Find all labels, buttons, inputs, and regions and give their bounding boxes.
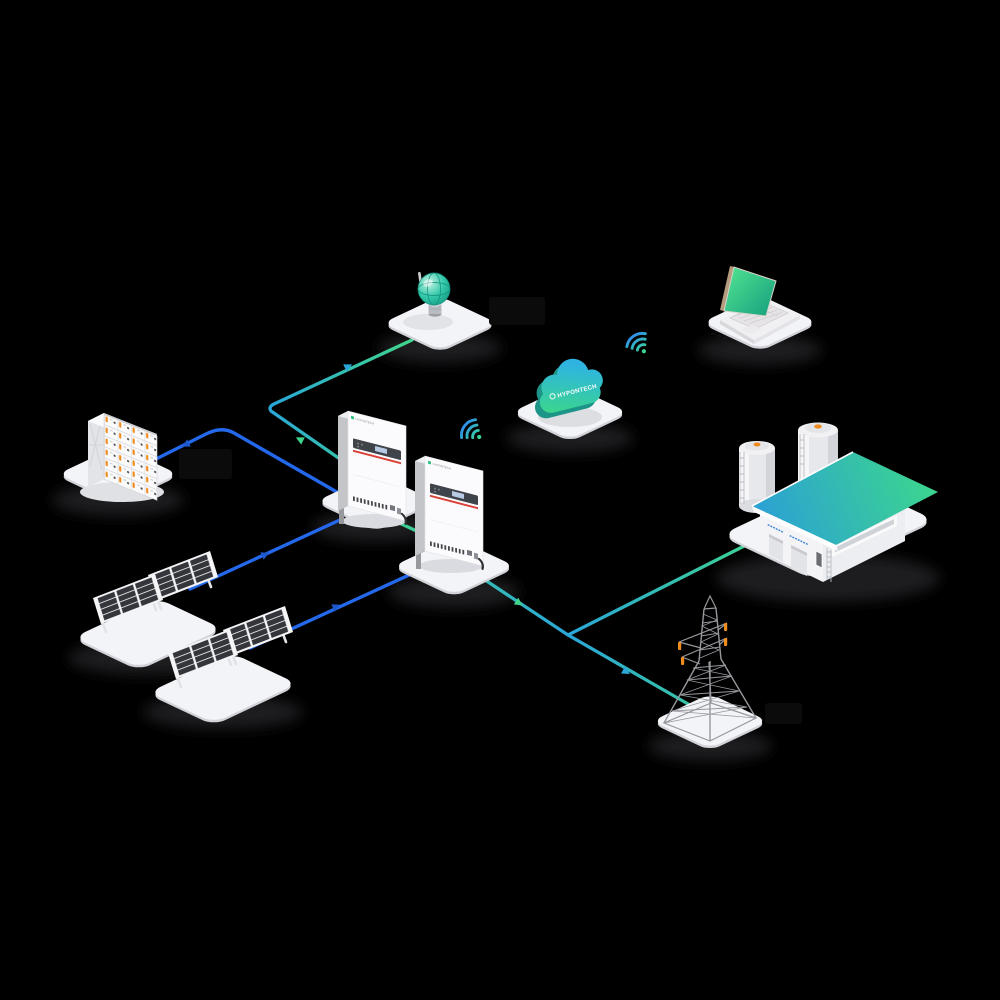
laptop-trackpad xyxy=(741,325,762,334)
wifi-inverter-icon xyxy=(456,415,490,449)
solar-array-1 xyxy=(80,549,220,668)
inverter-2-group xyxy=(398,415,510,595)
factory-building xyxy=(729,422,938,582)
monitoring-laptop xyxy=(708,266,812,349)
laptop-screen xyxy=(723,266,777,317)
inverter-1-group xyxy=(322,409,430,530)
wifi-cloud-laptop-icon xyxy=(622,328,656,361)
building-roof xyxy=(752,452,938,545)
cloud-server: HYPONTECH xyxy=(517,328,656,440)
tower-insulators xyxy=(678,623,728,665)
battery-storage xyxy=(63,413,232,503)
grid-tower xyxy=(657,594,802,749)
building-window-dashes xyxy=(767,524,808,546)
line-inverter-to-sensor xyxy=(268,338,414,468)
silo-tank-1 xyxy=(739,441,775,513)
solar-array-2 xyxy=(155,604,295,723)
battery-label-box xyxy=(179,449,232,479)
laptop-label-marks xyxy=(711,333,726,339)
line-arrows xyxy=(181,364,630,674)
sensor-label-box xyxy=(489,297,545,325)
line-battery-to-inverter1 xyxy=(148,428,344,497)
smart-sensor xyxy=(388,272,545,350)
cloud-body xyxy=(539,358,603,413)
tower-label-box xyxy=(765,703,802,724)
